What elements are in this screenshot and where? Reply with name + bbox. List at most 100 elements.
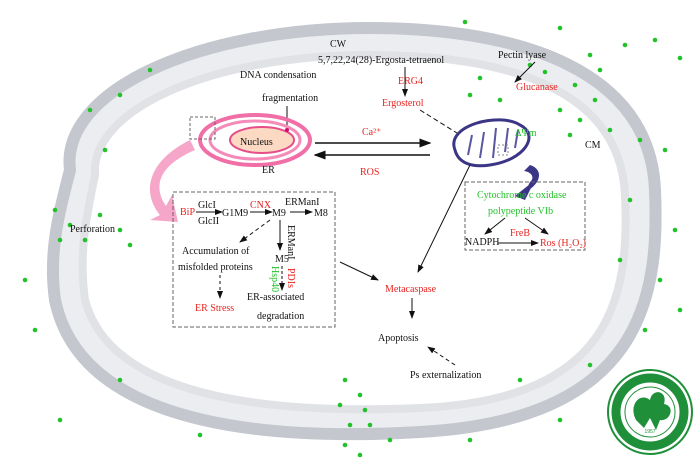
green-particle (357, 392, 363, 398)
green-particle (642, 327, 648, 333)
nucleus-er (189, 113, 312, 167)
m5-label: M5 (275, 254, 289, 265)
cyt-c-label-1: Cytochrome c oxidase (477, 190, 567, 201)
freb-label: FreB (510, 228, 530, 239)
green-particle (357, 452, 363, 458)
cw-label: CW (330, 39, 347, 50)
ps-externalization-label: Ps externalization (410, 370, 481, 381)
green-particle (127, 242, 133, 248)
green-particle (677, 307, 683, 313)
cell-membrane (78, 50, 630, 414)
green-particle (97, 212, 103, 218)
cnx-label: CNX (250, 200, 272, 211)
green-particle (657, 277, 663, 283)
green-particle (617, 257, 623, 263)
green-particle (567, 132, 573, 138)
green-particle (467, 437, 473, 443)
pink-arrow (150, 140, 195, 222)
green-particle (557, 25, 563, 31)
accum-label-1: Accumulation of (182, 246, 250, 257)
green-particle (477, 75, 483, 81)
green-particle (67, 222, 73, 228)
er-detail-box (172, 191, 336, 328)
green-particle (387, 437, 393, 443)
nadph-label: NADPH (465, 237, 499, 248)
green-particle (367, 422, 373, 428)
glucanase-label: Glucanase (516, 82, 558, 93)
green-particle (52, 207, 58, 213)
svg-text:1957: 1957 (644, 429, 655, 435)
green-particle (652, 37, 658, 43)
green-particle (677, 55, 683, 61)
green-particle (497, 97, 503, 103)
metacaspase-label: Metacaspase (385, 284, 437, 295)
green-particle (32, 327, 38, 333)
green-particle (57, 237, 63, 243)
institute-logo: 1957 (607, 369, 693, 455)
perforation-label: Perforation (70, 224, 115, 235)
green-particle (467, 92, 473, 98)
er-stress-label: ER Stress (195, 303, 234, 314)
erg4-label: ERG4 (398, 76, 423, 87)
green-particle (197, 432, 203, 438)
mitochondrion (452, 118, 531, 168)
green-particle (82, 237, 88, 243)
green-particle (577, 117, 583, 123)
green-particle (342, 442, 348, 448)
green-particle (637, 137, 643, 143)
green-particle (147, 67, 153, 73)
ergosta-label: 5,7,22,24(28)-Ergosta-tetraenol (318, 55, 444, 66)
nucleus-label: Nucleus (240, 137, 273, 148)
green-particle (342, 377, 348, 383)
g1m9-label: G1M9 (222, 208, 248, 219)
glcI-label: GlcI (198, 200, 216, 211)
green-particle (597, 67, 603, 73)
green-particle (22, 277, 28, 283)
green-particle (102, 147, 108, 153)
green-particle (587, 362, 593, 368)
glcII-label: GlcII (198, 216, 219, 227)
green-particle (627, 197, 633, 203)
calcium-label: Ca²⁺ (362, 127, 381, 138)
green-particle (337, 402, 343, 408)
ergosterol-label: Ergosterol (382, 98, 424, 109)
ermanI-side-label: ERManI (285, 225, 296, 259)
green-particle (87, 107, 93, 113)
delta-psi-label: ΔΨm (515, 128, 537, 139)
green-particle (557, 417, 563, 423)
green-particle (622, 42, 628, 48)
cyt-c-label-2: polypeptide VIb (488, 206, 553, 217)
erad-label-2: degradation (257, 311, 304, 322)
dna-condensation-label: DNA condensation (240, 70, 316, 81)
pdis-label: PDIs (285, 268, 296, 288)
mito-detail-box (464, 181, 586, 251)
green-particle (57, 417, 63, 423)
green-particle (607, 127, 613, 133)
ermanI-top-label: ERManI (285, 197, 319, 208)
bip-label: BiP (180, 207, 195, 218)
cm-label: CM (585, 140, 601, 151)
green-particle (672, 227, 678, 233)
m9-label: M9 (272, 208, 286, 219)
green-particle (362, 407, 368, 413)
mito-curved-arrow (515, 165, 540, 200)
green-particle (517, 377, 523, 383)
apoptosis-label: Apoptosis (378, 333, 419, 344)
ros-label: ROS (360, 167, 379, 178)
accum-label-2: misfolded proteins (178, 262, 253, 273)
green-particle (662, 147, 668, 153)
pectin-lyase-label: Pectin lyase (498, 50, 547, 61)
green-particle (542, 69, 548, 75)
green-particle (592, 97, 598, 103)
green-particle (587, 52, 593, 58)
green-particle (557, 107, 563, 113)
green-particle (572, 82, 578, 88)
m8-label: M8 (314, 208, 328, 219)
green-particle (347, 422, 353, 428)
ros-h2o2-label: Ros (H₂O₂) (540, 238, 586, 249)
green-particle (117, 92, 123, 98)
green-particle (462, 19, 468, 25)
erad-label-1: ER-associated (247, 292, 304, 303)
green-particle (117, 377, 123, 383)
